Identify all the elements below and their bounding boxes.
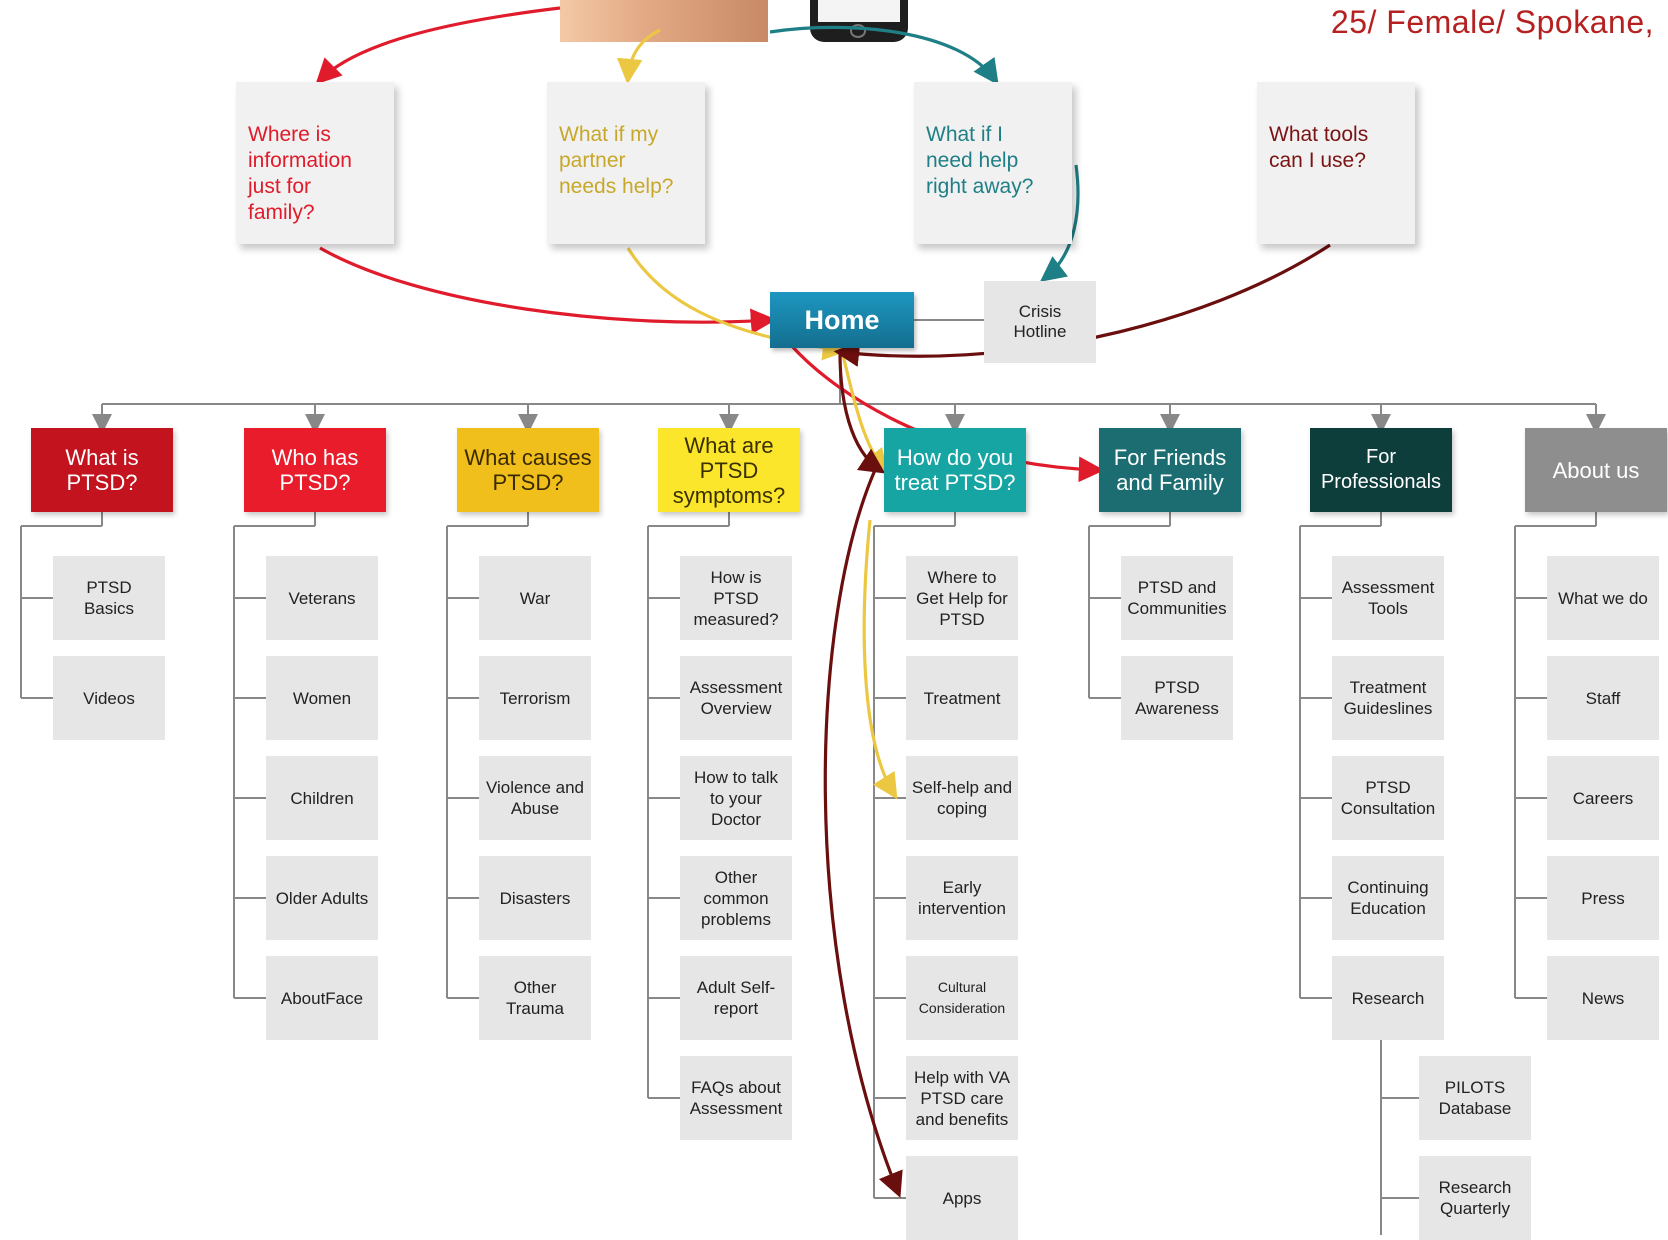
category-for-professionals[interactable]: For Professionals [1310,428,1452,512]
arrow-dark-to-apps [823,469,903,1198]
arrow-yellow-to-self-help [862,519,898,800]
page-children[interactable]: Children [266,756,378,840]
page-how-to-talk-to-your-doctor[interactable]: How to talk to your Doctor [680,756,792,840]
page-ptsd-and-communities[interactable]: PTSD and Communities [1121,556,1233,640]
page-other-trauma[interactable]: Other Trauma [479,956,591,1040]
category-what-are-ptsd-symptoms[interactable]: What are PTSD symptoms? [658,428,800,512]
page-how-is-ptsd-measured[interactable]: How is PTSD measured? [680,556,792,640]
page-treatment[interactable]: Treatment [906,656,1018,740]
page-videos[interactable]: Videos [53,656,165,740]
category-what-causes-ptsd[interactable]: What causes PTSD? [457,428,599,512]
category-how-do-you-treat-ptsd[interactable]: How do you treat PTSD? [884,428,1026,512]
page-women[interactable]: Women [266,656,378,740]
page-violence-and-abuse[interactable]: Violence and Abuse [479,756,591,840]
category-who-has-ptsd[interactable]: Who has PTSD? [244,428,386,512]
page-cultural-consideration[interactable]: Cultural Consideration [906,956,1018,1040]
page-continuing-education[interactable]: Continuing Education [1332,856,1444,940]
page-other-common-problems[interactable]: Other common problems [680,856,792,940]
page-careers[interactable]: Careers [1547,756,1659,840]
arrow-teal-to-crisis [1039,164,1080,282]
page-ptsd-consultation[interactable]: PTSD Consultation [1332,756,1444,840]
page-early-intervention[interactable]: Early intervention [906,856,1018,940]
page-self-help-and-coping[interactable]: Self-help and coping [906,756,1018,840]
persona-caption: 25/ Female/ Spokane, [1330,4,1654,40]
page-disasters[interactable]: Disasters [479,856,591,940]
question-text: What tools can I use? [1269,123,1369,172]
category-for-friends-and-family[interactable]: For Friends and Family [1099,428,1241,512]
question-note-help-right-away: What if I need help right away? [914,82,1072,244]
category-about-us[interactable]: About us [1525,428,1667,512]
phone-screen [818,0,900,22]
page-treatment-guideslines[interactable]: Treatment Guideslines [1332,656,1444,740]
arrow-yellow-to-partner-question [616,28,661,85]
page-veterans[interactable]: Veterans [266,556,378,640]
page-faqs-about-assessment[interactable]: FAQs about Assessment [680,1056,792,1140]
persona-photo [560,0,768,42]
crisis-hotline-node[interactable]: Crisis Hotline [984,281,1096,363]
page-press[interactable]: Press [1547,856,1659,940]
arrow-teal-to-help-question [769,25,999,86]
page-adult-self-report[interactable]: Adult Self- report [680,956,792,1040]
page-terrorism[interactable]: Terrorism [479,656,591,740]
arrow-dark-to-home [833,243,1331,367]
arrow-red-to-family-question [315,6,561,85]
page-news[interactable]: News [1547,956,1659,1040]
page-staff[interactable]: Staff [1547,656,1659,740]
category-what-is-ptsd[interactable]: What is PTSD? [31,428,173,512]
page-research[interactable]: Research [1332,956,1444,1040]
arrow-red-to-home [319,246,777,335]
page-help-with-va-ptsd-care-and-benefits[interactable]: Help with VA PTSD care and benefits [906,1056,1018,1140]
page-assessment-tools[interactable]: Assessment Tools [1332,556,1444,640]
page-research-quarterly[interactable]: Research Quarterly [1419,1156,1531,1240]
page-apps[interactable]: Apps [906,1156,1018,1240]
question-note-tools: What tools can I use? [1257,82,1415,244]
phone-home-button [850,24,866,38]
question-note-family-info: Where is information just for family? [236,82,394,244]
page-aboutface[interactable]: AboutFace [266,956,378,1040]
arrow-red-to-friends-family [788,342,1105,483]
question-note-partner-help: What if my partner needs help? [547,82,705,244]
page-war[interactable]: War [479,556,591,640]
page-where-to-get-help-for-ptsd[interactable]: Where to Get Help for PTSD [906,556,1018,640]
page-ptsd-basics[interactable]: PTSD Basics [53,556,165,640]
page-older-adults[interactable]: Older Adults [266,856,378,940]
question-text: What if my partner needs help? [559,123,674,198]
home-node[interactable]: Home [770,292,914,348]
page-pilots-database[interactable]: PILOTS Database [1419,1056,1531,1140]
question-text: Where is information just for family? [248,123,352,224]
page-ptsd-awareness[interactable]: PTSD Awareness [1121,656,1233,740]
page-what-we-do[interactable]: What we do [1547,556,1659,640]
page-assessment-overview[interactable]: Assessment Overview [680,656,792,740]
question-text: What if I need help right away? [926,123,1034,198]
arrow-dark-to-treat [838,351,886,474]
